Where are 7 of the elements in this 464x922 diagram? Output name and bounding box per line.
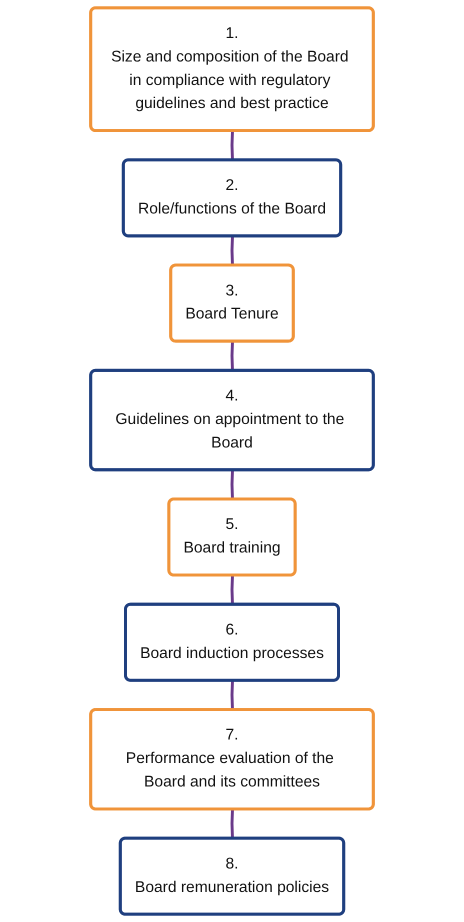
connector [230, 809, 234, 839]
connector [230, 342, 234, 371]
connector [230, 680, 234, 710]
connector [230, 470, 234, 500]
connector [230, 131, 234, 160]
connector [230, 575, 234, 605]
connector [230, 236, 234, 266]
